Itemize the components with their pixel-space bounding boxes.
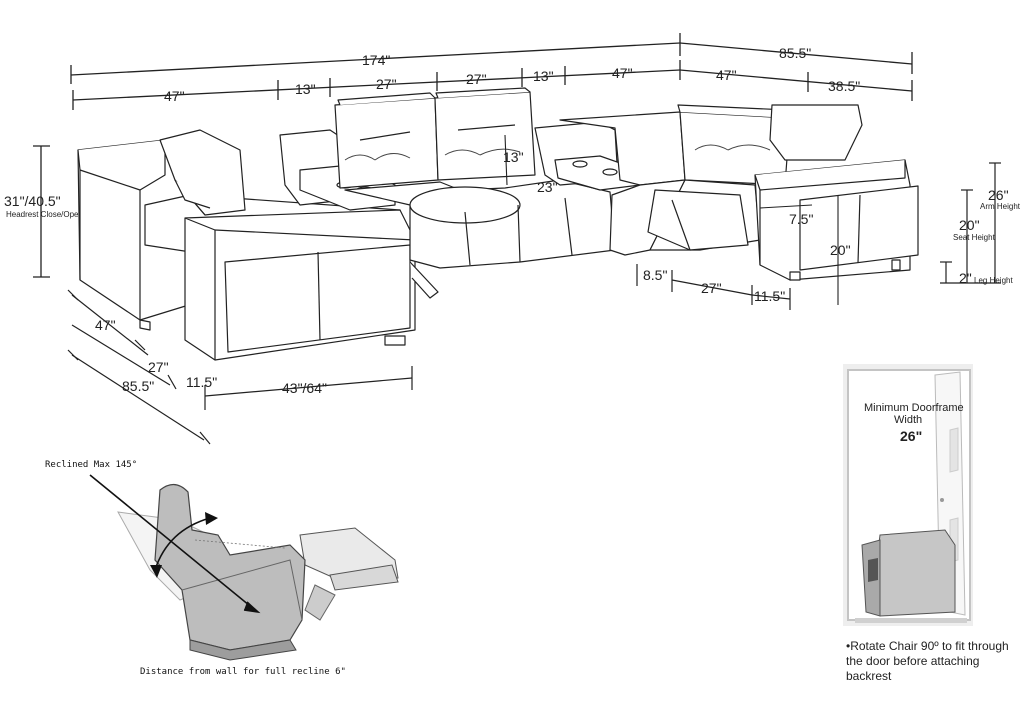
left-height-dimension xyxy=(33,145,50,278)
doorframe-width-value: 26" xyxy=(900,428,922,444)
recliner-illustration xyxy=(117,483,399,661)
dim-depth-47: 47" xyxy=(95,317,116,333)
doorframe-caption: •Rotate Chair 90º to fit through the doo… xyxy=(846,639,1009,683)
side-dimension-lines xyxy=(636,264,791,310)
dim-console-13: 13" xyxy=(503,149,524,165)
height-scale-lines xyxy=(940,162,1001,284)
dim-depth-27: 27" xyxy=(148,359,169,375)
depth-dimension-lines xyxy=(67,289,413,445)
dim-seg-27-b: 27" xyxy=(466,71,487,87)
doorframe-illustration xyxy=(843,364,973,626)
dim-seg-27-a: 27" xyxy=(376,76,397,92)
recline-arrow xyxy=(89,474,261,614)
dim-seg-47-right: 47" xyxy=(716,67,737,83)
dim-side-11-5: 11.5" xyxy=(754,288,785,304)
dim-wedge-23: 23" xyxy=(537,179,558,195)
rotate-arrow-head-bottom xyxy=(150,565,162,578)
dim-seg-38-5: 38.5" xyxy=(828,78,860,94)
arm-height-label: Arm Height xyxy=(980,202,1021,211)
dim-seg-13-b: 13" xyxy=(533,68,554,84)
dim-total-width: 174" xyxy=(362,52,390,68)
dim-side-27: 27" xyxy=(701,280,722,296)
dim-right-depth: 85.5" xyxy=(779,45,811,61)
doorframe-title-2: Width xyxy=(894,414,922,426)
dim-depth-85-5: 85.5" xyxy=(122,378,154,394)
dim-height: 31"/40.5" xyxy=(4,193,61,209)
sofa-seams xyxy=(344,144,771,161)
leg-height-value: 2" xyxy=(959,270,972,286)
seat-height-label: Seat Height xyxy=(953,233,996,242)
rotate-arrow-head-top xyxy=(205,512,218,525)
doorframe-title-1: Minimum Doorframe xyxy=(864,402,964,414)
dim-seg-47-mid: 47" xyxy=(612,65,633,81)
dim-seat-20-side: 20" xyxy=(830,242,851,258)
dim-seg-47-left: 47" xyxy=(164,88,185,104)
dim-arm-11-5: 11.5" xyxy=(186,374,217,390)
arm-height-value: 26" xyxy=(988,187,1009,203)
dim-side-8-5: 8.5" xyxy=(643,267,667,283)
seat-height-value: 20" xyxy=(959,217,980,233)
wall-distance-label: Distance from wall for full recline 6" xyxy=(140,667,346,677)
dim-seg-13-a: 13" xyxy=(295,81,316,97)
dim-arm-7-5: 7.5" xyxy=(789,211,813,227)
dim-height-sub: Headrest Close/Open xyxy=(6,210,83,219)
top-dimension-lines xyxy=(70,33,913,110)
sofa-outline xyxy=(77,87,919,361)
inner-dimension-lines xyxy=(504,134,839,305)
reclined-max-label: Reclined Max 145° xyxy=(45,460,137,470)
dim-recline-43-64: 43"/64" xyxy=(282,380,327,396)
leg-height-label: Leg Height xyxy=(974,276,1013,285)
